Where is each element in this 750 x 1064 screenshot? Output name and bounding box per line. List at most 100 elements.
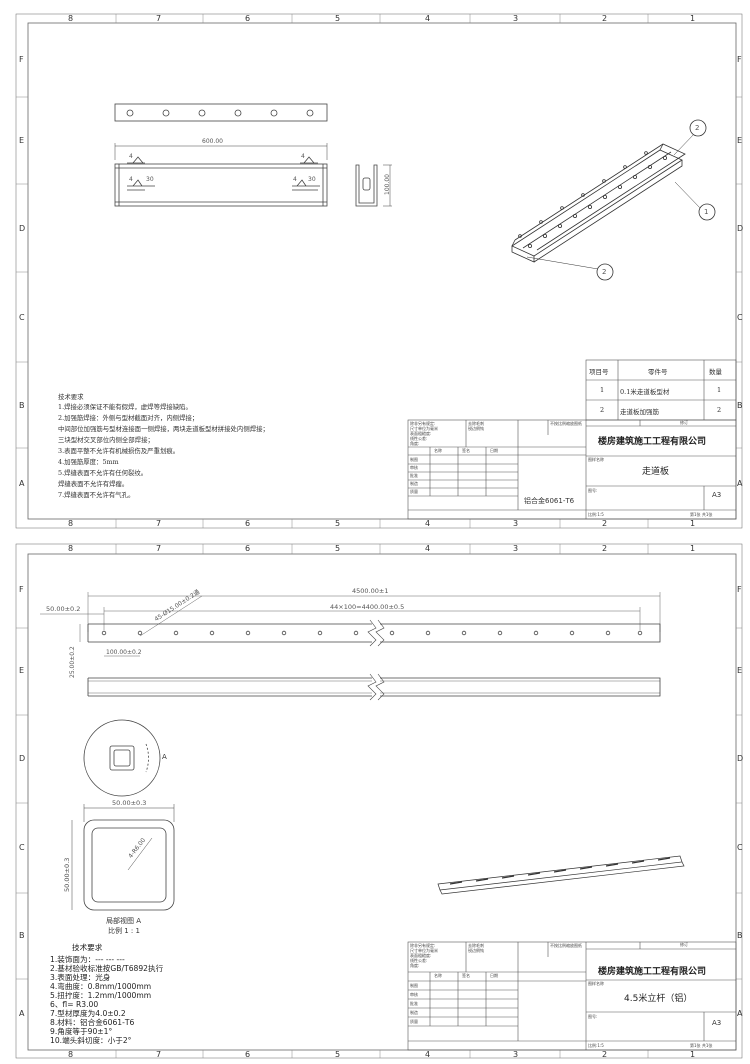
tb-label: 图号: (588, 488, 598, 493)
drawing-sheet-upright-pole: 8 7 6 5 4 3 2 1 8 7 6 5 4 3 2 1 F E D C … (0, 532, 750, 1064)
tb-label: 比例:1:5 (588, 512, 604, 517)
tb-note: 表面粗糙度: (410, 953, 432, 958)
col-label: 3 (513, 1050, 519, 1059)
tb-label: 质量 (410, 1019, 418, 1024)
tb-label: 制造 (410, 1010, 418, 1015)
row-label: A (737, 1009, 743, 1018)
row-label: C (737, 843, 743, 852)
tb-label: 质量 (410, 489, 418, 494)
col-label: 3 (513, 14, 519, 23)
tb-note: 线性公差: (410, 958, 428, 963)
row-label: A (19, 479, 25, 488)
col-label: 2 (602, 1050, 608, 1059)
col-label: 4 (425, 519, 431, 528)
drawing-sheet-walkway-board: 8 7 6 5 4 3 2 1 8 7 6 5 4 3 2 1 F E D C … (15, 13, 744, 529)
tb-note: 尺寸单位为毫米 (410, 426, 438, 431)
row-label: F (737, 585, 742, 594)
tb-label: 制图 (410, 457, 418, 462)
tb-label: 制造 (410, 481, 418, 486)
row-label: D (737, 754, 744, 763)
row-label: E (19, 136, 25, 145)
row-label: E (737, 666, 743, 675)
tb-label: 签名 (462, 448, 470, 453)
tb-label: 图样名称 (588, 981, 604, 986)
tech-req-title: 技术要求 (58, 393, 84, 401)
col-label: 6 (245, 544, 251, 553)
col-label: 2 (602, 544, 608, 553)
tech-req-line: 三块型材交叉部位内侧全部焊接； (58, 436, 154, 444)
detail-scale: 比例 1 : 1 (108, 927, 140, 935)
dim-height: 100.00 (384, 174, 391, 195)
tb-label: 名称 (434, 448, 442, 453)
part-name: 4.5米立杆（铝） (624, 994, 693, 1004)
bom-cell: 1 (717, 386, 722, 394)
tb-note: 去除毛刺 (468, 421, 484, 426)
row-label: F (737, 55, 742, 64)
tb-label: 比例:1:5 (588, 1043, 604, 1048)
balloon-label: 1 (704, 208, 709, 216)
col-label: 4 (425, 14, 431, 23)
row-label: F (19, 585, 24, 594)
tb-note: 角度: (410, 963, 420, 968)
col-label: 7 (156, 519, 162, 528)
col-label: 4 (425, 544, 431, 553)
col-label: 6 (245, 14, 251, 23)
sheet1-linework (15, 13, 743, 529)
weld-length: 30 (308, 176, 316, 183)
tb-note: 线性公差: (410, 436, 428, 441)
dim-section-width: 50.00±0.3 (112, 799, 147, 807)
tb-label: 图样名称 (588, 457, 604, 462)
bom-cell: 2 (717, 406, 722, 414)
tech-req-line: 10.端头斜切度：小于2° (50, 1036, 132, 1045)
tb-note: 除非另有规定: (410, 421, 436, 426)
tb-note: 去除毛刺 (468, 943, 484, 948)
tech-req-line: 4.弯曲度：0.8mm/1000mm (50, 982, 152, 991)
dim-offset: 50.00±0.2 (46, 605, 81, 613)
weld-size: 4 (129, 176, 133, 183)
tb-label: 日期 (490, 448, 498, 453)
tb-note: 角度: (410, 441, 420, 446)
row-label: E (19, 666, 25, 675)
row-label: D (737, 224, 744, 233)
bom-header: 项目号 (589, 368, 609, 376)
sheet2-linework (15, 543, 743, 1059)
tech-req-line: 7.型材厚度为4.0±0.2 (50, 1009, 126, 1018)
bom-header: 数量 (709, 368, 722, 376)
tb-note: 修订 (680, 942, 688, 947)
weld-size: 4 (129, 153, 133, 160)
row-label: E (737, 136, 743, 145)
tech-req-line: 1.装饰面为：--- --- --- (50, 955, 125, 964)
row-label: C (19, 843, 25, 852)
tb-note: 尺寸单位为毫米 (410, 948, 438, 953)
row-label: A (737, 479, 743, 488)
row-label: A (19, 1009, 25, 1018)
sheet-size: A3 (712, 491, 722, 499)
tech-req-line: 2.加强筋焊接：外侧与型材截面对齐，内侧焊接； (58, 414, 199, 422)
tb-label: 第1张 共1张 (690, 1043, 713, 1048)
row-label: D (19, 754, 26, 763)
bom-cell: 1 (600, 386, 605, 394)
weld-size: 4 (293, 176, 297, 183)
tech-req-line: 2.基材验收标准按GB/T6892执行 (50, 964, 164, 973)
tech-req-line: 3.表面平整不允许有机械损伤及严重划痕。 (58, 447, 180, 455)
tb-note: 除非另有规定: (410, 943, 436, 948)
col-label: 1 (690, 1050, 696, 1059)
row-label: C (737, 313, 743, 322)
dim-length: 600.00 (202, 138, 223, 145)
row-label: C (19, 313, 25, 322)
tech-req-line: 焊缝表面不允许有焊瘤。 (58, 480, 129, 488)
col-label: 6 (245, 1050, 251, 1059)
material: 铝合金6061-T6 (524, 497, 575, 505)
tb-note: 不按比例缩放图纸 (550, 943, 582, 948)
row-label: B (19, 931, 25, 940)
balloon-label: 2 (602, 268, 607, 276)
tech-req-line: 6、fl= R3.00 (50, 1000, 99, 1009)
bom-cell: 0.1米走道板型材 (620, 388, 670, 396)
tech-req-line: 7.焊缝表面不允许有气孔。 (58, 491, 135, 499)
tech-req-line: 中间部位加强筋与型材连接面一侧焊接，两块走道板型材拼接处内侧焊接； (58, 425, 269, 433)
col-label: 7 (156, 14, 162, 23)
tb-note: 不按比例缩放图纸 (550, 421, 582, 426)
col-label: 8 (68, 544, 74, 553)
dim-section-height: 50.00±0.3 (63, 857, 71, 892)
sheet-size: A3 (712, 1019, 722, 1027)
